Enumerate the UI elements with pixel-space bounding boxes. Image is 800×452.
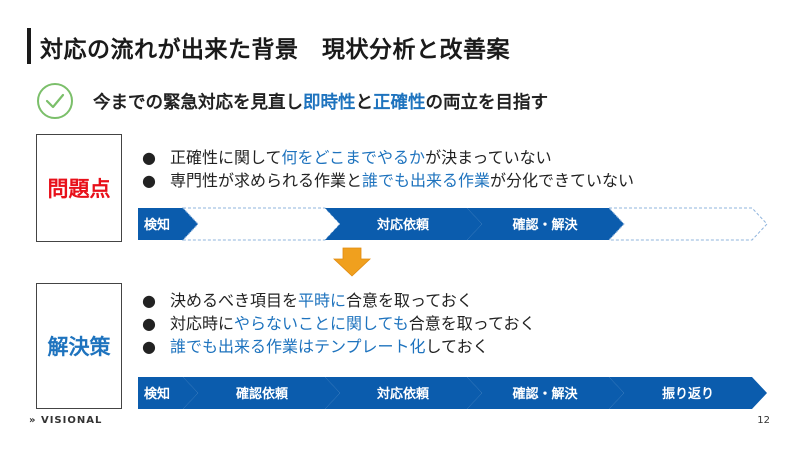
flow-label: 確認依頼 (236, 386, 289, 402)
title-accent-bar (27, 28, 31, 64)
bullet-text: 対応時に (170, 314, 235, 333)
flow-label: 検知 (144, 386, 170, 402)
bullet-text: が分化できていない (490, 171, 635, 190)
solution-bullet-list: ● 決めるべき項目を平時に合意を取っておく ● 対応時にやらないことに関しても合… (142, 289, 535, 358)
bullet-marker: ● (142, 148, 156, 167)
bullet-marker: ● (142, 337, 156, 356)
flow-step-confirm-request (183, 377, 340, 409)
goal-text-1: 今までの緊急対応を見直し (93, 93, 303, 113)
bullet-marker: ● (142, 171, 156, 190)
problem-label: 問題点 (36, 134, 122, 242)
problem-bullet-list: ● 正確性に関して何をどこまでやるかが決まっていない ● 専門性が求められる作業… (142, 146, 634, 192)
flow-step-confirm-resolve (467, 208, 624, 240)
visional-logo: » VISIONAL (29, 415, 102, 426)
goal-highlight-accuracy: 正確性 (373, 93, 426, 113)
chevron-double-right-icon: » (29, 415, 37, 426)
problem-bullet: ● 正確性に関して何をどこまでやるかが決まっていない (142, 146, 634, 169)
check-circle-icon (37, 83, 73, 119)
flow-step-retrospective (609, 377, 767, 409)
flow-step-request-response (325, 208, 482, 240)
bullet-highlight: やらないことに関しても (234, 314, 409, 333)
bullet-highlight: 誰でも出来る作業 (362, 171, 491, 190)
flow-step-request-response (325, 377, 482, 409)
flow-tail-dashed (607, 207, 768, 241)
bullet-marker: ● (142, 314, 156, 333)
solution-label: 解決策 (36, 283, 122, 409)
flow-label: 確認・解決 (512, 217, 578, 233)
bullet-text: 正確性に関して (170, 148, 282, 167)
solution-bullet: ● 対応時にやらないことに関しても合意を取っておく (142, 312, 535, 335)
flow-label: 検知 (144, 217, 170, 233)
slide-title: 対応の流れが出来た背景 現状分析と改善案 (40, 37, 510, 63)
flow-step-detect (138, 208, 198, 240)
flow-label: 対応依頼 (376, 217, 430, 233)
flow-gap-dashed (181, 207, 341, 241)
logo-text: VISIONAL (40, 415, 103, 426)
solution-bullet: ● 決めるべき項目を平時に合意を取っておく (142, 289, 535, 312)
bullet-text: 合意を取っておく (408, 314, 536, 333)
flow-label: 確認・解決 (512, 386, 578, 402)
bullet-highlight: 平時に (298, 291, 347, 310)
flow-label: 対応依頼 (376, 386, 430, 402)
bullet-text: しておく (425, 337, 489, 356)
solution-bullet: ● 誰でも出来る作業はテンプレート化しておく (142, 335, 535, 358)
flow-step-detect (138, 377, 198, 409)
goal-highlight-immediacy: 即時性 (303, 93, 356, 113)
flow-step-confirm-resolve (467, 377, 624, 409)
down-arrow-icon (332, 247, 372, 277)
bullet-highlight: 誰でも出来る作業はテンプレート化 (170, 337, 426, 356)
problem-bullet: ● 専門性が求められる作業と誰でも出来る作業が分化できていない (142, 169, 634, 192)
bullet-marker: ● (142, 291, 156, 310)
goal-statement: 今までの緊急対応を見直し即時性と正確性の両立を目指す (93, 89, 548, 114)
bullet-text: 決めるべき項目を (170, 291, 299, 310)
bullet-text: 専門性が求められる作業と (170, 171, 363, 190)
bullet-text: が決まっていない (425, 148, 552, 167)
goal-text-2: と (355, 93, 374, 113)
page-number: 12 (757, 415, 770, 426)
flow-label: 振り返り (662, 386, 714, 402)
bullet-highlight: 何をどこまでやるか (281, 148, 426, 167)
bullet-text: 合意を取っておく (346, 291, 473, 310)
goal-text-3: の両立を目指す (425, 93, 549, 113)
